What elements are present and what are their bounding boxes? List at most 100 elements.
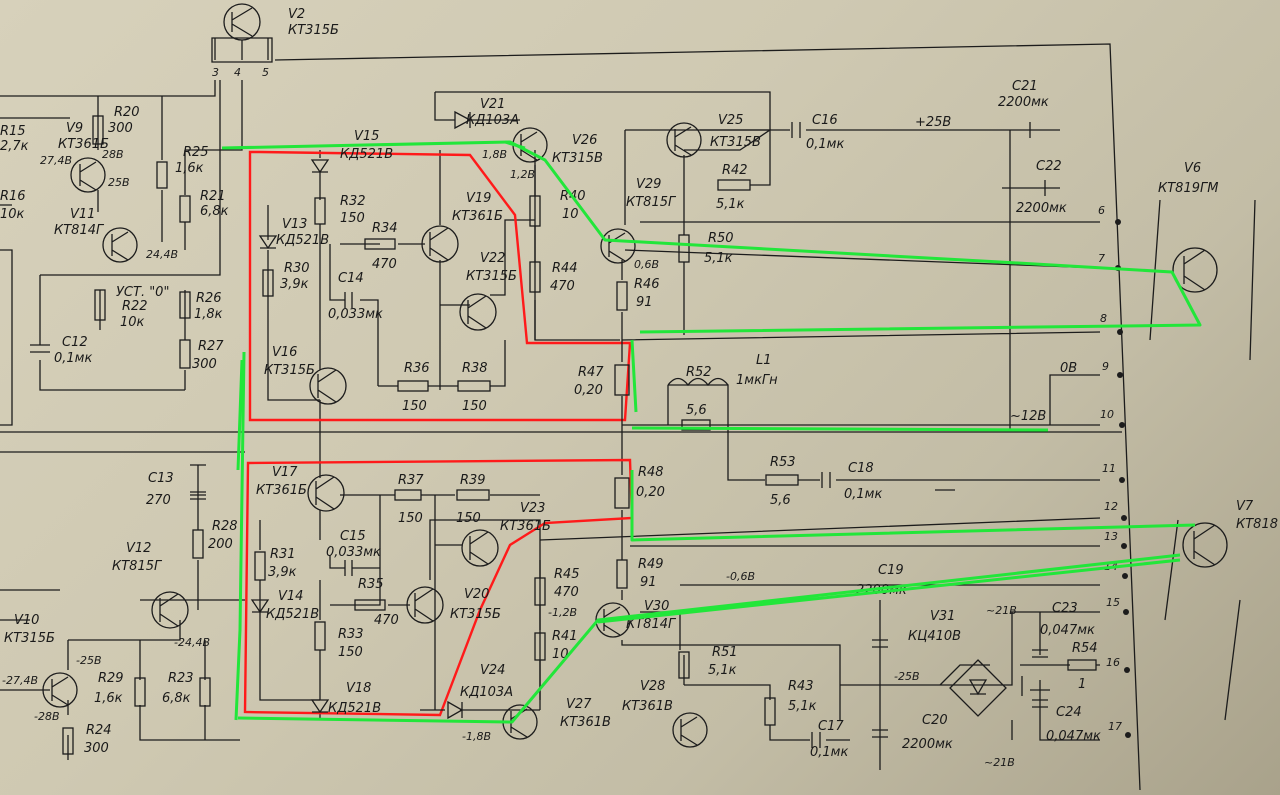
label-v21-type: КД103А: [466, 113, 519, 128]
label-r15-value: 2,7к: [0, 139, 29, 154]
label-r47: R47: [578, 365, 604, 380]
signal-path-overlay: [221, 140, 1202, 724]
label-v17-type: КТ361Б: [256, 483, 307, 498]
label-r45-value: 470: [554, 585, 579, 600]
signal-path-mid: [630, 339, 1049, 432]
label-v24-voltage: -1,8В: [462, 730, 491, 743]
label-r22: R22: [122, 299, 148, 314]
label-r32-value: 150: [340, 211, 365, 226]
pin-label-16: 16: [1106, 656, 1120, 669]
label-r31: R31: [270, 547, 296, 562]
capacitor-c19-c20: [872, 639, 888, 738]
resistor-r40: [529, 195, 541, 227]
transistor-v17: [307, 474, 345, 512]
resistor-r34: [364, 238, 396, 250]
label-r33: R33: [338, 627, 364, 642]
transistor-v29: [600, 228, 636, 264]
label-v9-voltage2: 28В: [102, 148, 124, 161]
label-r50-value: 5,1к: [704, 251, 733, 266]
capacitor-c14: [344, 292, 353, 308]
resistor-r47: [614, 364, 630, 396]
resistor-r41: [534, 632, 546, 661]
inductor-l1: [667, 377, 729, 387]
label-v27: V27: [566, 697, 592, 712]
label-r45: R45: [554, 567, 580, 582]
label-v23-type: КТ361Б: [500, 519, 551, 534]
pin-15: [1123, 609, 1129, 615]
label-v26-voltage: 1,2В: [510, 168, 535, 181]
label-c22: C22: [1036, 159, 1062, 174]
label-r44: R44: [552, 261, 578, 276]
pin-13: [1121, 543, 1127, 549]
resistor-r31: [254, 551, 266, 581]
label-v18: V18: [346, 681, 371, 696]
label-c16: C16: [812, 113, 838, 128]
label-v29-type: КТ815Г: [626, 195, 677, 210]
label-v28-type: КТ361В: [622, 699, 673, 714]
label-r29-value: 1,6к: [94, 691, 123, 706]
diode-v21: [454, 110, 472, 130]
resistor-r35: [354, 599, 386, 611]
label-r54: R54: [1072, 641, 1098, 656]
label-r21: R21: [200, 189, 226, 204]
label-r52-value: 5,6: [686, 403, 707, 418]
resistor-r49: [616, 559, 628, 589]
label-v9-voltage3: 25В: [108, 176, 130, 189]
label-r42: R42: [722, 163, 748, 178]
label-v29: V29: [636, 177, 661, 192]
label-v15-type: КД521В: [340, 147, 393, 162]
label-ac12: ~12В: [1010, 409, 1046, 424]
label-v19-type: КТ361Б: [452, 209, 503, 224]
upper-output-wiring: [534, 122, 1101, 430]
pin-label-17: 17: [1108, 720, 1122, 733]
left-lower-wiring: [0, 464, 245, 760]
resistor-r37: [394, 489, 422, 501]
label-v24: V24: [480, 663, 505, 678]
transistor-v22: [459, 293, 497, 331]
lower-output-wiring: [420, 517, 1101, 770]
label-r38: R38: [462, 361, 488, 376]
resistor-r38: [457, 380, 491, 392]
label-r28-value: 200: [208, 537, 233, 552]
label-r33-value: 150: [338, 645, 363, 660]
label-r39: R39: [460, 473, 486, 488]
label-r36-value: 150: [402, 399, 427, 414]
label-c24: C24: [1056, 705, 1082, 720]
label-c23-value: 0,047мк: [1040, 623, 1095, 638]
label-c13: C13: [148, 471, 174, 486]
label-r15: R15: [0, 124, 26, 139]
transistor-v7: [1164, 519, 1241, 721]
pin-label-9: 9: [1102, 360, 1109, 373]
diode-v14: [250, 599, 270, 614]
label-neg12: -1,2В: [548, 606, 577, 619]
left-upper-wiring: [0, 80, 243, 426]
transistor-v6: [1149, 199, 1256, 361]
label-c15-value: 0,033мк: [326, 545, 381, 560]
pin-8: [1117, 329, 1123, 335]
label-c15: C15: [340, 529, 366, 544]
resistor-r46: [616, 281, 628, 311]
label-v10-type: КТ315Б: [4, 631, 55, 646]
label-r40-value: 10: [562, 207, 579, 222]
resistor-r26: [179, 291, 191, 319]
label-r37-value: 150: [398, 511, 423, 526]
label-r31-value: 3,9к: [268, 565, 297, 580]
label-r23-value: 6,8к: [162, 691, 191, 706]
label-v29-voltage: 0,6В: [634, 258, 659, 271]
capacitor-c18: [821, 472, 831, 488]
label-v21: V21: [480, 97, 505, 112]
label-r46-value: 91: [636, 295, 653, 310]
pin-label-7: 7: [1098, 252, 1105, 265]
label-v2-pin4: 4: [234, 66, 241, 79]
label-r53-value: 5,6: [770, 493, 791, 508]
label-neg06: -0,6В: [726, 570, 755, 583]
resistor-r29: [134, 677, 146, 707]
label-r30-value: 3,9к: [280, 277, 309, 292]
resistor-r33: [314, 621, 326, 651]
resistor-r30: [262, 269, 274, 297]
label-v14: V14: [278, 589, 303, 604]
label-c20: C20: [922, 713, 948, 728]
label-r47-value: 0,20: [574, 383, 603, 398]
label-r24: R24: [86, 723, 112, 738]
label-v10-voltage2: -27,4В: [2, 674, 38, 687]
